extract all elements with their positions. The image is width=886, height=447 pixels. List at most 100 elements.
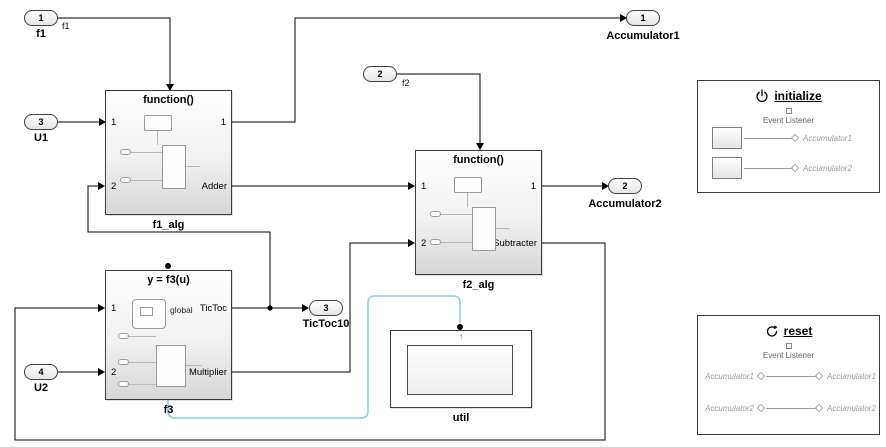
wire-event-util[interactable] (167, 295, 461, 419)
f1-alg-outport-1[interactable]: 1 (220, 117, 226, 128)
state-writer-label: Accumulator2 (827, 404, 876, 413)
util-name-label: util (452, 412, 470, 424)
outport-accumulator1-label: Accumulator1 (606, 30, 680, 42)
reset-row-1: Accumulator1 Accumulator1 (698, 368, 879, 392)
arrowhead (408, 182, 415, 190)
f3-outport-multiplier[interactable]: Multiplier (188, 367, 227, 378)
wire-accumulator1[interactable] (232, 17, 621, 123)
state-write-line (766, 408, 816, 409)
arrowhead (166, 84, 174, 91)
outport-accumulator1[interactable]: 1 (626, 10, 660, 26)
initialize-row-1: Accumulator1 (698, 127, 879, 151)
initialize-header: initialize (698, 89, 879, 103)
wire-multiplier[interactable] (232, 242, 410, 373)
arrowhead (602, 182, 609, 190)
f2-alg-outport-subtracter[interactable]: Subtracter (493, 238, 537, 249)
power-icon (756, 89, 768, 103)
event-listener-label: Event Listener (762, 351, 815, 360)
inport-f1[interactable]: 1 (24, 10, 58, 26)
wire-f1[interactable] (58, 17, 171, 88)
inport-u2-label: U2 (33, 382, 49, 394)
block-reset[interactable]: reset Event Listener Accumulator1 Accumu… (697, 315, 880, 435)
arrowhead (98, 182, 105, 190)
outport-accumulator2-label: Accumulator2 (588, 198, 662, 210)
f2-alg-outport-1[interactable]: 1 (530, 181, 536, 192)
state-writer-diamond-icon (790, 133, 800, 143)
f3-title: y = f3(u) (147, 274, 190, 286)
outport-accumulator2[interactable]: 2 (608, 178, 642, 194)
arrowhead (98, 368, 105, 376)
f1-alg-name-label: f1_alg (152, 219, 185, 231)
state-write-line (766, 376, 816, 377)
event-listener-label: Event Listener (762, 116, 815, 125)
state-writer-label: Accumulator2 (803, 164, 852, 173)
f3-outport-tictoc[interactable]: TicToc (199, 303, 227, 314)
wire-tictoc-feedback[interactable] (87, 185, 271, 308)
arrowhead (302, 304, 309, 312)
arrowhead (99, 118, 106, 126)
f1-alg-inport-2[interactable]: 2 (111, 181, 117, 192)
reset-row-2: Accumulator2 Accumulator2 (698, 400, 879, 424)
state-reader-diamond-icon (756, 403, 766, 413)
inport-u1[interactable]: 3 (24, 114, 58, 130)
f2-alg-title: function() (453, 154, 504, 166)
block-f2-alg[interactable]: function() 1 2 1 Subtracter (415, 150, 542, 275)
branch-dot (267, 305, 273, 311)
state-write-line (744, 138, 792, 139)
initialize-event-listener: Event Listener (698, 108, 879, 125)
inport-u2[interactable]: 4 (24, 364, 58, 380)
f3-event-dot[interactable] (165, 263, 171, 269)
signal-label-f2[interactable]: f2 (402, 78, 410, 88)
wire-f2[interactable] (397, 73, 481, 145)
constant-block-icon (712, 127, 742, 149)
state-reader-label: Accumulator1 (705, 372, 754, 381)
subsystem-preview-icon: global (118, 297, 220, 395)
state-reader-label: Accumulator2 (705, 404, 754, 413)
f3-inport-1[interactable]: 1 (111, 303, 117, 314)
f2-alg-inport-1[interactable]: 1 (421, 181, 427, 192)
arrowhead (98, 304, 105, 312)
block-f3[interactable]: y = f3(u) 1 2 TicToc Multiplier global (105, 270, 232, 400)
f3-name-label: f3 (163, 404, 174, 416)
reset-title: reset (783, 324, 813, 338)
f2-alg-inport-2[interactable]: 2 (421, 238, 427, 249)
constant-block-icon (712, 157, 742, 179)
block-initialize[interactable]: initialize Event Listener Accumulator1 A… (697, 80, 880, 193)
subsystem-preview-icon (120, 111, 220, 203)
subsystem-preview-icon (430, 173, 530, 265)
block-util[interactable]: ↑ (390, 330, 532, 408)
f1-alg-outport-adder[interactable]: Adder (201, 181, 227, 192)
util-inner-frame (407, 345, 513, 395)
reset-event-listener: Event Listener (698, 343, 879, 360)
inport-f2[interactable]: 2 (363, 66, 397, 82)
f2-alg-name-label: f2_alg (462, 279, 495, 291)
inport-f1-label: f1 (36, 28, 46, 40)
state-writer-diamond-icon (814, 371, 824, 381)
reset-icon (766, 325, 778, 337)
state-writer-label: Accumulator1 (803, 134, 852, 143)
state-writer-label: Accumulator1 (827, 372, 876, 381)
util-event-port-arrow: ↑ (459, 332, 463, 341)
arrowhead (476, 143, 484, 150)
outport-tictoc10-label: TicToc10 (302, 318, 350, 330)
state-reader-diamond-icon (756, 371, 766, 381)
initialize-row-2: Accumulator2 (698, 157, 879, 181)
f1-alg-inport-1[interactable]: 1 (111, 117, 117, 128)
f3-global-label: global (170, 305, 193, 315)
util-event-dot[interactable] (457, 324, 463, 330)
initialize-title: initialize (774, 89, 822, 103)
block-f1-alg[interactable]: function() 1 2 1 Adder (105, 90, 232, 215)
wire-subtracter-feedback[interactable] (14, 242, 606, 441)
state-write-line (744, 168, 792, 169)
arrowhead (408, 239, 415, 247)
f3-inport-2[interactable]: 2 (111, 367, 117, 378)
reset-header: reset (698, 324, 879, 338)
state-writer-diamond-icon (790, 163, 800, 173)
event-listener-icon (785, 108, 792, 114)
outport-tictoc10[interactable]: 3 (309, 300, 343, 316)
f1-alg-title: function() (143, 94, 194, 106)
state-writer-diamond-icon (814, 403, 824, 413)
signal-label-f1[interactable]: f1 (62, 21, 70, 31)
